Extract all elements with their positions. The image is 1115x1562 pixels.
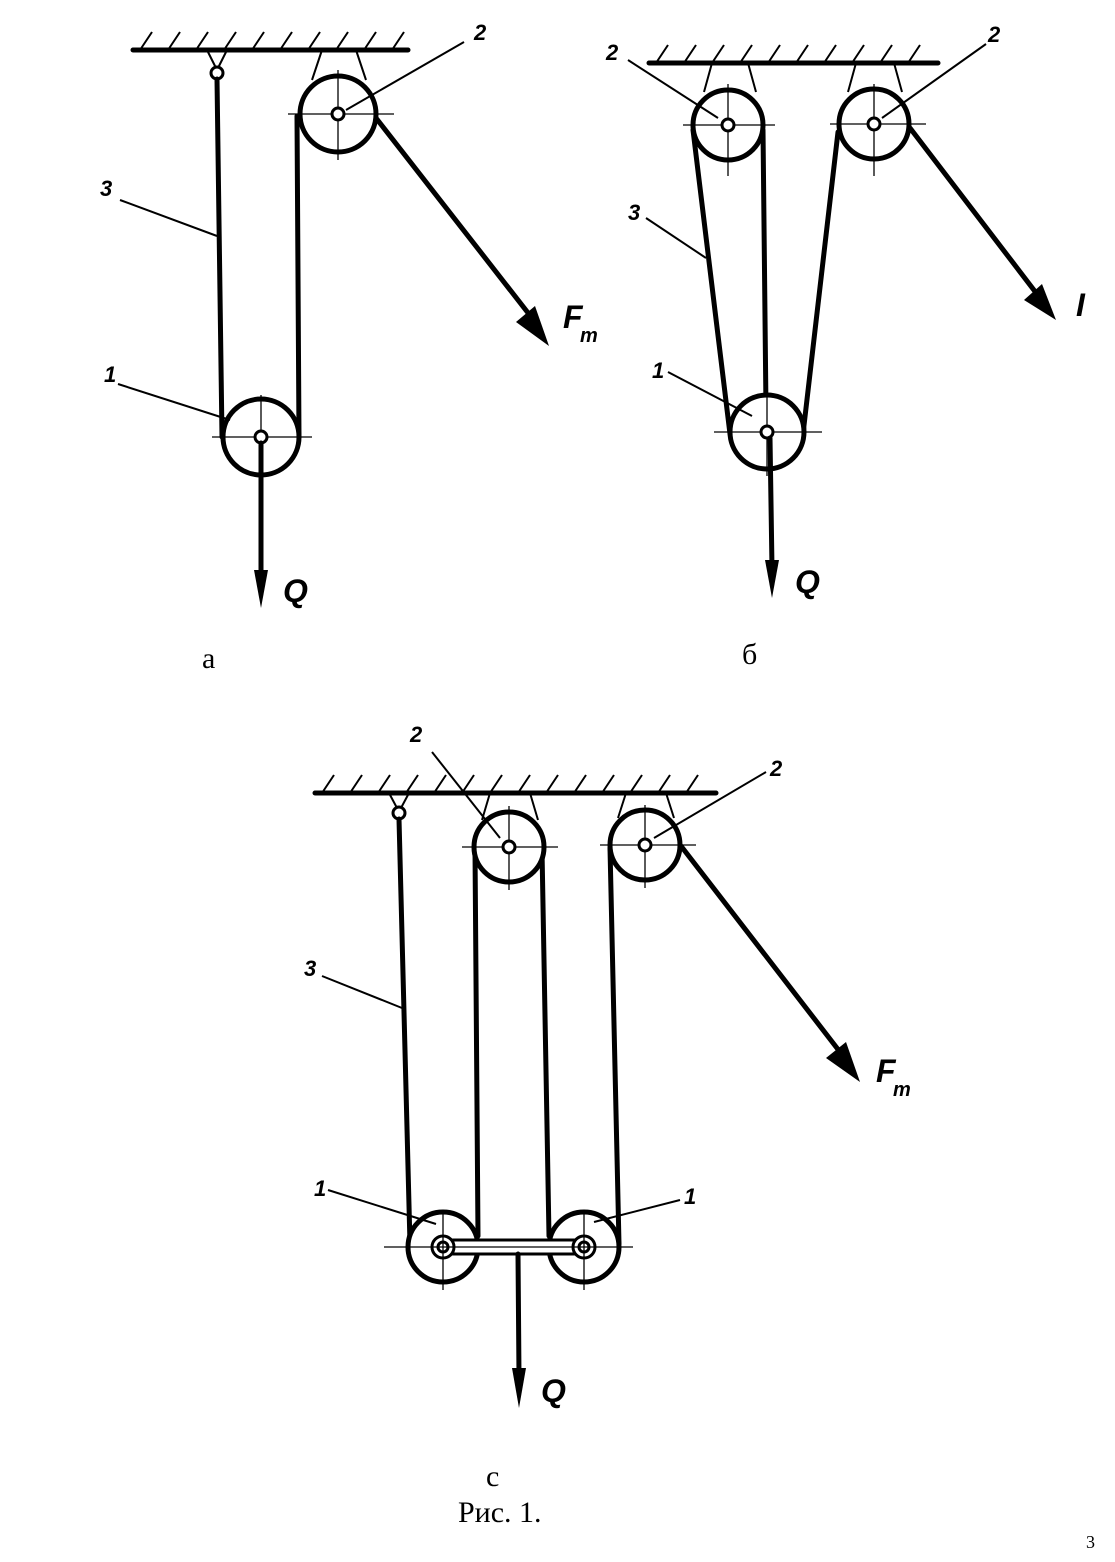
fixed-pulley-b-right [830,84,926,176]
ceiling-b [646,44,941,66]
label-c-3: 3 [304,956,316,981]
label-c-1-left: 1 [314,1176,326,1201]
rope-b-outer-left [690,127,733,437]
fixed-pulley-c-right [600,805,696,888]
panel-a-tag: а [202,642,216,675]
label-c-force: F [876,1053,897,1089]
panel-b: 2 2 3 1 I Q [605,22,1086,600]
label-a-2: 2 [473,20,487,45]
fixed-pulley-a [288,70,394,160]
rope-b-right [800,129,841,437]
pull-rope-b [907,125,1043,301]
figure-caption: Рис. 1. [458,1496,542,1529]
rope-c-4 [607,845,622,1247]
panel-c-tag: с [486,1460,500,1493]
label-a-1: 1 [104,362,116,387]
label-b-load: Q [795,564,820,600]
label-b-force: I [1076,287,1086,323]
load-rope-b [767,435,775,571]
label-b-2-right: 2 [987,22,1001,47]
label-c-1-right: 1 [684,1184,696,1209]
pull-rope-c [678,843,843,1055]
load-rope-c [515,1251,522,1379]
panel-a: 1 2 3 F т Q [100,20,598,609]
pull-rope-a [373,115,535,321]
page-number: 3 [1086,1532,1095,1552]
panel-c: 2 2 3 1 1 F т Q [304,722,911,1409]
fixed-pulley-c-mid [462,806,558,890]
rope-a-right [294,113,302,440]
force-arrow-a [516,306,549,346]
load-arrow-c [512,1368,526,1408]
rope-c-1 [396,816,413,1247]
force-arrow-b [1024,284,1056,320]
panel-b-tag: б [742,638,758,671]
rope-c-3 [539,847,552,1239]
ceiling-a [130,31,411,53]
label-a-force-sub: т [580,325,598,347]
label-b-2-left: 2 [605,40,619,65]
label-a-3: 3 [100,176,112,201]
label-b-1: 1 [652,358,664,383]
label-c-2-right: 2 [769,756,783,781]
load-arrow-b [765,560,779,598]
label-c-load: Q [541,1373,566,1409]
rope-anchor-a [206,49,228,81]
label-c-2-mid: 2 [409,722,423,747]
label-a-load: Q [283,573,308,609]
label-b-3: 3 [628,200,640,225]
fixed-pulley-b-left [683,84,775,176]
rope-anchor-c [388,792,410,821]
force-arrow-c [826,1042,860,1082]
rope-a-left [214,76,225,440]
label-a-force: F [563,299,584,335]
rope-c-2 [472,847,481,1239]
ceiling-c [312,774,719,796]
label-c-force-sub: т [893,1079,911,1101]
load-arrow-a [254,570,268,608]
rope-b-inner-left [760,127,769,413]
